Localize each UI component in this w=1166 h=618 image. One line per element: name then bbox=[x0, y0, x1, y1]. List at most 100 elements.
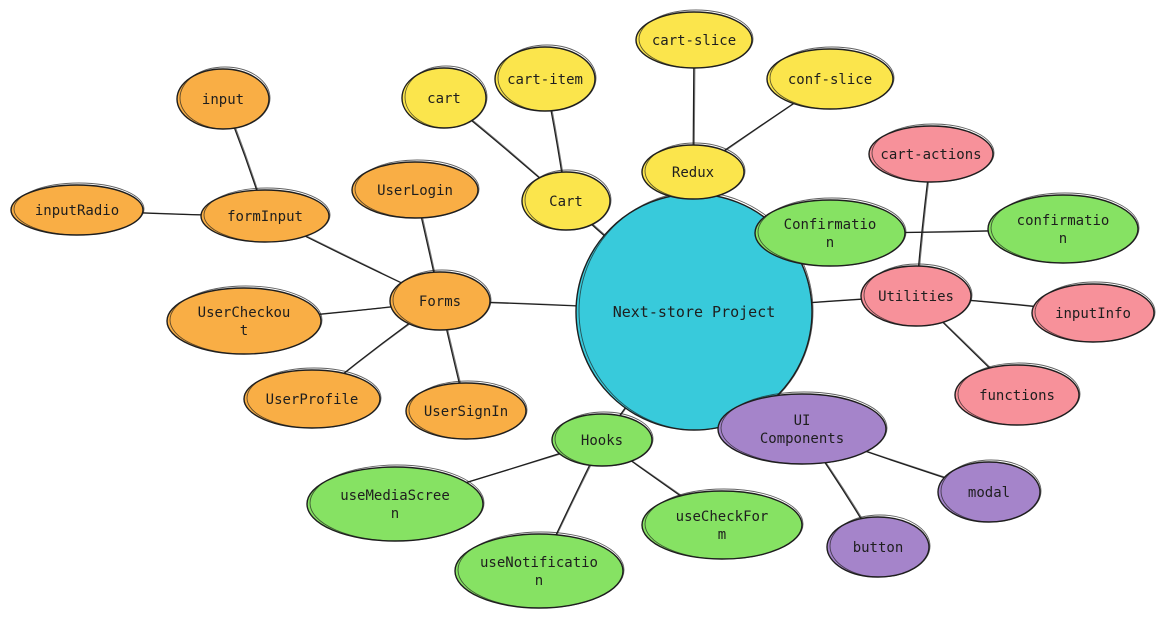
node-user-login-label: UserLogin bbox=[377, 183, 453, 199]
node-utilities-sketch-outline bbox=[863, 263, 973, 327]
node-cart-group-label: Cart bbox=[549, 194, 583, 210]
node-utilities: Utilities bbox=[860, 263, 973, 327]
node-forms: Forms bbox=[389, 269, 492, 331]
node-use-check-form-label-line: m bbox=[718, 527, 726, 543]
node-input-info-sketch-outline bbox=[1034, 281, 1156, 343]
node-input-info-label: inputInfo bbox=[1055, 306, 1131, 322]
node-cart-group-label-line: Cart bbox=[549, 194, 583, 210]
node-redux-sketch-outline bbox=[644, 142, 746, 200]
node-ui-components-label-line: Components bbox=[760, 431, 844, 447]
node-use-notification-label: useNotificatio n bbox=[480, 555, 598, 589]
node-user-profile-label: UserProfile bbox=[266, 392, 359, 408]
node-cart-sketch-outline bbox=[404, 65, 488, 129]
node-user-checkout-label-line: UserCheckou bbox=[198, 305, 291, 321]
node-input-radio-label: inputRadio bbox=[35, 203, 119, 219]
node-redux: Redux bbox=[641, 142, 746, 200]
node-use-notification: useNotificatio n bbox=[454, 531, 625, 609]
node-use-check-form-label-line: useCheckFor bbox=[676, 509, 769, 525]
node-forms-label: Forms bbox=[419, 294, 461, 310]
node-use-media-screen-shape bbox=[306, 466, 484, 542]
node-input-info-label-line: inputInfo bbox=[1055, 306, 1131, 322]
node-cart-actions-label-line: cart-actions bbox=[880, 147, 981, 163]
node-cart-item-label: cart-item bbox=[507, 72, 583, 88]
node-use-notification-label-line: n bbox=[535, 573, 543, 589]
node-cart-slice: cart-slice bbox=[635, 9, 754, 69]
node-cart-actions: cart-actions bbox=[868, 123, 995, 183]
node-user-login-label-line: UserLogin bbox=[377, 183, 453, 199]
node-cart-item-sketch-outline bbox=[497, 44, 597, 112]
node-use-media-screen-label-line: n bbox=[391, 506, 399, 522]
node-user-profile-label-line: UserProfile bbox=[266, 392, 359, 408]
node-use-media-screen-sketch-outline bbox=[309, 464, 485, 542]
node-user-signin-sketch-outline bbox=[408, 380, 528, 440]
node-center-label-line: Next-store Project bbox=[613, 303, 776, 321]
node-user-login-sketch-outline bbox=[354, 159, 480, 219]
node-cart-slice-label: cart-slice bbox=[652, 33, 736, 49]
node-modal-label: modal bbox=[968, 485, 1010, 501]
node-button-sketch-outline bbox=[829, 514, 931, 578]
node-user-checkout-label: UserCheckou t bbox=[198, 305, 291, 339]
node-redux-label-line: Redux bbox=[672, 165, 714, 181]
node-input-radio-label-line: inputRadio bbox=[35, 203, 119, 219]
node-use-media-screen: useMediaScree n bbox=[306, 464, 485, 542]
node-user-checkout-sketch-outline bbox=[169, 285, 323, 355]
node-use-notification-sketch-outline bbox=[457, 531, 625, 609]
node-cart: cart bbox=[401, 65, 488, 129]
node-forms-sketch-outline bbox=[392, 269, 492, 331]
node-input-radio: inputRadio bbox=[10, 182, 145, 236]
node-form-input: formInput bbox=[200, 187, 331, 243]
node-cart-slice-sketch-outline bbox=[638, 9, 754, 69]
node-use-check-form: useCheckFor m bbox=[641, 488, 804, 560]
node-ui-components-shape bbox=[717, 393, 887, 465]
node-hooks-label-line: Hooks bbox=[581, 433, 623, 449]
node-form-input-label: formInput bbox=[227, 209, 303, 225]
node-input-sketch-outline bbox=[179, 66, 271, 130]
node-center-label: Next-store Project bbox=[613, 303, 776, 321]
node-modal: modal bbox=[937, 459, 1042, 523]
node-input-info: inputInfo bbox=[1031, 281, 1156, 343]
node-confirmation-main-shape bbox=[754, 199, 906, 267]
node-input: input bbox=[176, 66, 271, 130]
node-cart-group-sketch-outline bbox=[524, 169, 612, 231]
node-confirmation-main-label-line: Confirmatio bbox=[784, 217, 877, 233]
node-form-input-label-line: formInput bbox=[227, 209, 303, 225]
node-input-label: input bbox=[202, 92, 244, 108]
node-confirmation-sub-shape bbox=[987, 194, 1139, 264]
node-user-checkout-label-line: t bbox=[240, 323, 248, 339]
node-conf-slice-sketch-outline bbox=[769, 46, 895, 110]
nodes-layer: Next-store Project Redux cart-slice conf-sl… bbox=[10, 9, 1156, 609]
node-confirmation-main-label-line: n bbox=[826, 235, 834, 251]
node-input-label-line: input bbox=[202, 92, 244, 108]
node-center: Next-store Project bbox=[575, 191, 814, 431]
node-user-profile-sketch-outline bbox=[246, 367, 382, 429]
node-use-check-form-label: useCheckFor m bbox=[676, 509, 769, 543]
node-cart-actions-sketch-outline bbox=[871, 123, 995, 183]
node-forms-label-line: Forms bbox=[419, 294, 461, 310]
node-confirmation-sub-label-line: n bbox=[1059, 231, 1067, 247]
node-button-label: button bbox=[853, 540, 904, 556]
node-use-media-screen-label-line: useMediaScree bbox=[340, 488, 450, 504]
node-use-media-screen-label: useMediaScree n bbox=[340, 488, 450, 522]
node-conf-slice-label: conf-slice bbox=[788, 72, 872, 88]
node-functions-label-line: functions bbox=[979, 388, 1055, 404]
node-cart-actions-label: cart-actions bbox=[880, 147, 981, 163]
node-use-notification-label-line: useNotificatio bbox=[480, 555, 598, 571]
node-user-signin-label: UserSignIn bbox=[424, 404, 508, 420]
node-user-checkout-shape bbox=[166, 287, 322, 355]
node-functions-sketch-outline bbox=[957, 362, 1081, 426]
node-button: button bbox=[826, 514, 931, 578]
node-cart-item: cart-item bbox=[494, 44, 597, 112]
node-confirmation-sub: confirmatio n bbox=[987, 192, 1140, 264]
node-user-signin: UserSignIn bbox=[405, 380, 528, 440]
node-modal-label-line: modal bbox=[968, 485, 1010, 501]
node-user-login: UserLogin bbox=[351, 159, 480, 219]
node-hooks: Hooks bbox=[551, 411, 654, 467]
node-hooks-label: Hooks bbox=[581, 433, 623, 449]
node-confirmation-main-sketch-outline bbox=[757, 197, 907, 267]
node-cart-slice-label-line: cart-slice bbox=[652, 33, 736, 49]
node-button-label-line: button bbox=[853, 540, 904, 556]
node-user-signin-label-line: UserSignIn bbox=[424, 404, 508, 420]
node-confirmation-sub-label-line: confirmatio bbox=[1017, 213, 1110, 229]
